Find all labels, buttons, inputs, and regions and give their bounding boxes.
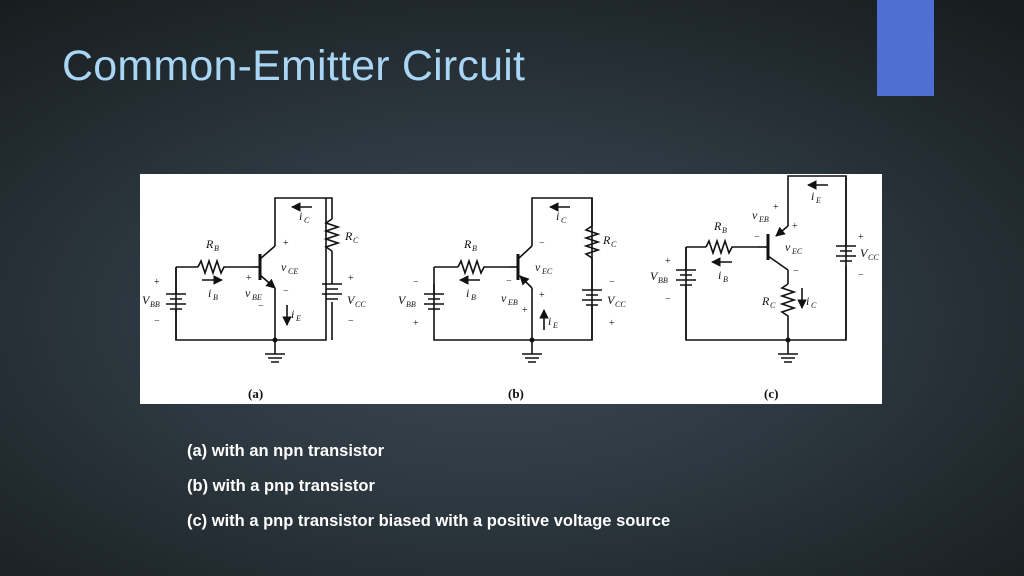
svg-text:−: −: [506, 276, 512, 287]
vce-sub-a: CE: [288, 267, 298, 276]
caption-list: (a) with an npn transistor (b) with a pn…: [187, 440, 670, 545]
panel-c: i E R B v EB v EC V BB i B R C i C V CC …: [650, 175, 879, 401]
ib-sub-c: B: [723, 275, 728, 284]
slide-title: Common-Emitter Circuit: [62, 42, 526, 90]
vce-label-a: v: [281, 260, 287, 274]
svg-text:−: −: [609, 277, 615, 288]
rc-sub-a: C: [353, 236, 359, 245]
ie-label-a: i: [291, 307, 294, 321]
svg-text:+: +: [154, 277, 160, 288]
svg-text:+: +: [348, 273, 354, 284]
vcc-sub-b: CC: [615, 300, 626, 309]
svg-text:−: −: [154, 316, 160, 327]
vbe-sub-a: BE: [252, 293, 262, 302]
veb-sub-c: EB: [758, 215, 769, 224]
vcc-sub-a: CC: [355, 300, 366, 309]
vbb-label-c: V: [650, 269, 659, 283]
accent-bar: [877, 0, 934, 96]
svg-text:−: −: [413, 277, 419, 288]
svg-text:+: +: [773, 202, 779, 213]
rc-label-b: R: [602, 233, 611, 247]
ic-sub-a: C: [304, 216, 310, 225]
circuit-diagram: i C R B R C v CE v BE i B i E V BB V CC …: [142, 175, 879, 401]
svg-text:+: +: [792, 221, 798, 232]
rb-label-a: R: [205, 237, 214, 251]
ib-label-a: i: [208, 286, 211, 300]
svg-text:−: −: [665, 294, 671, 305]
rc-sub-b: C: [611, 240, 617, 249]
svg-text:−: −: [754, 232, 760, 243]
svg-text:−: −: [539, 238, 545, 249]
svg-text:+: +: [522, 305, 528, 316]
vbb-label-b: V: [398, 293, 407, 307]
rc-label-a: R: [344, 229, 353, 243]
rb-sub-b: B: [472, 244, 477, 253]
rc-label-c: R: [761, 294, 770, 308]
veb-label-b: v: [501, 291, 507, 305]
vec-sub-b: EC: [541, 267, 553, 276]
ib-sub-b: B: [471, 293, 476, 302]
ic-label-a: i: [299, 209, 302, 223]
vec-sub-c: EC: [791, 247, 803, 256]
veb-label-c: v: [752, 208, 758, 222]
ic-label-b: i: [556, 209, 559, 223]
svg-text:−: −: [348, 316, 354, 327]
rb-sub-c: B: [722, 226, 727, 235]
ic-sub-c: C: [811, 301, 817, 310]
svg-text:−: −: [858, 270, 864, 281]
vbb-sub-c: BB: [658, 276, 668, 285]
rb-label-b: R: [463, 237, 472, 251]
svg-text:+: +: [413, 318, 419, 329]
vec-label-c: v: [785, 240, 791, 254]
rb-sub-a: B: [214, 244, 219, 253]
vec-label-b: v: [535, 260, 541, 274]
ib-label-c: i: [718, 268, 721, 282]
ie-label-c: i: [811, 189, 814, 203]
svg-text:−: −: [793, 266, 799, 277]
ib-label-b: i: [466, 286, 469, 300]
vbb-label-a: V: [142, 293, 151, 307]
svg-text:+: +: [665, 256, 671, 267]
ie-sub-c: E: [815, 196, 821, 205]
rc-sub-c: C: [770, 301, 776, 310]
panel-c-label: (c): [764, 386, 778, 401]
panel-b: i C R B R C v EC v EB i B i E V BB V CC …: [398, 197, 626, 401]
vbb-sub-a: BB: [150, 300, 160, 309]
svg-text:+: +: [246, 273, 252, 284]
panel-b-label: (b): [508, 386, 524, 401]
ic-label-c: i: [806, 294, 809, 308]
vcc-label-c: V: [860, 246, 869, 260]
vbe-label-a: v: [245, 286, 251, 300]
svg-text:+: +: [858, 232, 864, 243]
vcc-sub-c: CC: [868, 253, 879, 262]
svg-text:+: +: [539, 290, 545, 301]
ib-sub-a: B: [213, 293, 218, 302]
ie-label-b: i: [548, 314, 551, 328]
vcc-label-a: V: [347, 293, 356, 307]
caption-c: (c) with a pnp transistor biased with a …: [187, 512, 671, 530]
ie-sub-a: E: [295, 314, 301, 323]
vbb-sub-b: BB: [406, 300, 416, 309]
caption-b: (b) with a pnp transistor: [187, 477, 375, 495]
ie-sub-b: E: [552, 321, 558, 330]
svg-text:+: +: [283, 238, 289, 249]
panel-a-label: (a): [248, 386, 263, 401]
rb-label-c: R: [713, 219, 722, 233]
veb-sub-b: EB: [507, 298, 518, 307]
ic-sub-b: C: [561, 216, 567, 225]
caption-a: (a) with an npn transistor: [187, 442, 385, 460]
circuit-figure: i C R B R C v CE v BE i B i E V BB V CC …: [140, 174, 882, 404]
svg-text:−: −: [283, 286, 289, 297]
svg-text:−: −: [258, 301, 264, 312]
svg-text:+: +: [609, 318, 615, 329]
panel-a: i C R B R C v CE v BE i B i E V BB V CC …: [142, 197, 366, 401]
vcc-label-b: V: [607, 293, 616, 307]
